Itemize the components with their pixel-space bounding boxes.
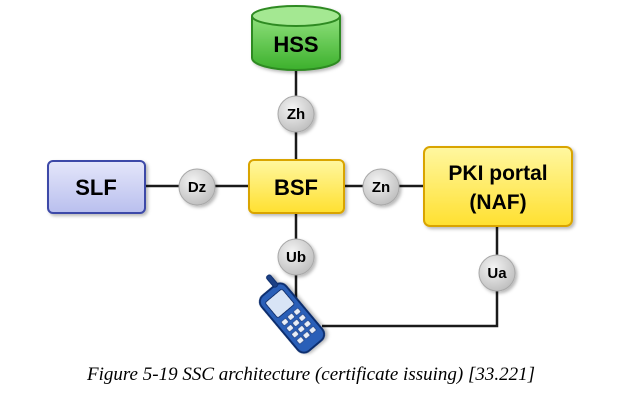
ref-point-ua-circle [478,254,516,292]
bsf-box [248,159,345,214]
architecture-diagram: HSS SLF BSF PKI portal (NAF) Zh Dz Zn Ub… [47,5,573,354]
hss-cylinder [251,16,341,71]
ref-point-ub-circle [277,238,315,276]
line-naf-ue [322,226,499,328]
ref-point-zn-label: Zn [372,179,390,196]
ref-point-ua: Ua [478,254,516,292]
hss-cylinder-top [251,5,341,27]
slf-node: SLF [47,160,146,214]
ref-point-zh-circle [277,95,315,133]
naf-label-line1: PKI portal [448,162,547,185]
slf-box [47,160,146,214]
ref-point-dz-label: Dz [188,179,206,196]
phone-keypad [281,307,317,345]
ref-point-dz: Dz [178,168,216,206]
naf-box [423,146,573,227]
phone-antenna [266,274,279,288]
hss-label: HSS [273,32,318,57]
figure-caption: Figure 5-19 SSC architecture (certificat… [86,364,535,385]
mobile-phone-icon [258,274,326,354]
bsf-node: BSF [248,159,345,214]
hss-node: HSS [251,5,341,71]
ref-point-zn-circle [362,168,400,206]
naf-label-line2: (NAF) [469,191,526,214]
ref-point-ua-label: Ua [487,265,507,282]
ref-point-zh-label: Zh [287,106,305,123]
ref-point-zn: Zn [362,168,400,206]
ref-point-zh: Zh [277,95,315,133]
naf-node: PKI portal (NAF) [423,146,573,227]
ref-point-ub: Ub [277,238,315,276]
bsf-label: BSF [274,175,318,200]
slf-label: SLF [75,175,117,200]
ref-point-ub-label: Ub [286,249,306,266]
ref-point-dz-circle [178,168,216,206]
phone-screen [265,289,295,318]
